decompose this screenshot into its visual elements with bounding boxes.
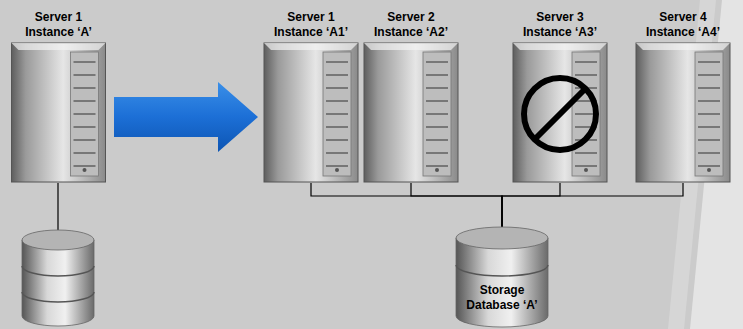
server-node: Server 4 Instance ‘A4’ xyxy=(635,10,731,183)
server-label: Server 3 Instance ‘A3’ xyxy=(512,10,608,42)
server-node: Server 3 Instance ‘A3’ xyxy=(512,10,608,183)
server-icon xyxy=(263,42,359,183)
storage-node: Storage Database ‘A’ xyxy=(455,226,549,328)
wire xyxy=(57,183,58,232)
prohibition-sign xyxy=(524,78,596,150)
server-label: Server 2 Instance ‘A2’ xyxy=(363,10,459,42)
server-icon xyxy=(512,42,608,183)
server-node: Server 2 Instance ‘A2’ xyxy=(363,10,459,183)
bus-connector xyxy=(411,183,502,228)
server-icon xyxy=(363,42,459,183)
server-label: Server 1 Instance ‘A’ xyxy=(10,10,107,42)
storage-text-wrap: Storage Database ‘A’ xyxy=(455,283,549,313)
storage-label: Storage Database ‘A’ xyxy=(455,283,549,313)
bus-connector xyxy=(502,183,683,228)
migration-arrow xyxy=(114,82,258,152)
database-cylinder xyxy=(22,230,94,326)
server-icon xyxy=(10,42,107,183)
server-node: Server 1 Instance ‘A1’ xyxy=(263,10,359,183)
server-icon xyxy=(635,42,731,183)
server-label: Server 4 Instance ‘A4’ xyxy=(635,10,731,42)
storage-cylinder xyxy=(455,226,549,328)
server-node: Server 1 Instance ‘A’ xyxy=(10,10,107,183)
server-label: Server 1 Instance ‘A1’ xyxy=(263,10,359,42)
bus-connector xyxy=(311,183,502,228)
bus-connector xyxy=(502,183,560,228)
